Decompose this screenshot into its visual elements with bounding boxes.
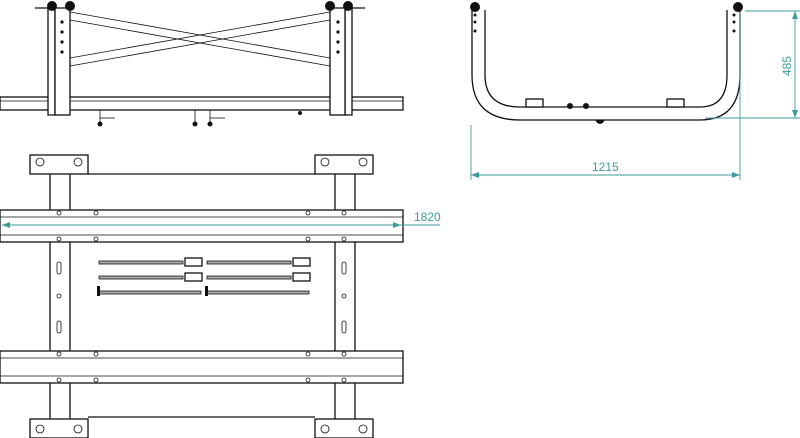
- dimension-length-label: 1820: [414, 210, 441, 224]
- cross-brace: [69, 11, 331, 59]
- dimension-length: [2, 222, 440, 228]
- front-view: [0, 1, 404, 127]
- handles: [97, 110, 302, 127]
- cross-brace: [69, 19, 331, 67]
- loose-rods: [97, 257, 311, 296]
- knob-icon: [733, 2, 743, 12]
- front-beam: [0, 96, 404, 111]
- knob-icon: [47, 1, 57, 11]
- holes: [56, 210, 347, 383]
- knob-icon: [325, 1, 335, 11]
- dimension-width: [470, 12, 741, 180]
- dimension-height: [705, 10, 800, 119]
- knob-icon: [343, 1, 353, 11]
- dimension-width-label: 1215: [592, 160, 619, 174]
- left-upright-post: [54, 7, 71, 116]
- dimension-height-label: 485: [780, 56, 794, 76]
- beam-lower: [0, 350, 404, 384]
- side-view: [470, 2, 743, 124]
- knob-icon: [470, 2, 480, 12]
- corner-plates: [29, 154, 374, 438]
- beam-upper: [0, 209, 404, 243]
- top-view: [0, 154, 404, 438]
- right-upright-post: [329, 7, 346, 116]
- knob-icon: [65, 1, 75, 11]
